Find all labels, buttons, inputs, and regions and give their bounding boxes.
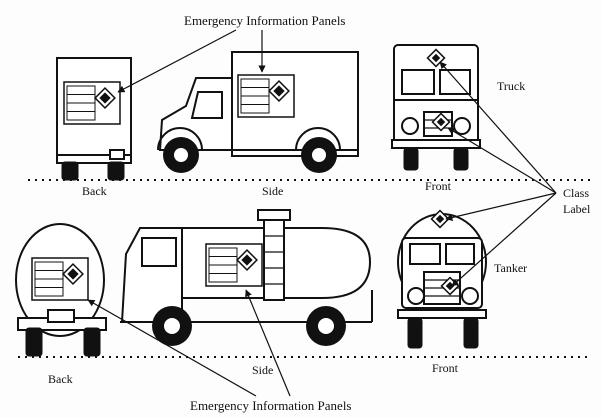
truck-label: Truck	[497, 79, 525, 93]
tanker-front-drawing	[397, 209, 487, 349]
top-callout-label: Emergency Information Panels	[184, 13, 346, 28]
tanker-side-drawing	[120, 209, 373, 346]
emergency-panel-truck-side	[237, 74, 295, 118]
truck-side-label: Side	[262, 184, 283, 198]
truck-back-drawing	[56, 57, 132, 181]
truck-front-label: Front	[425, 179, 452, 193]
emergency-panel-tanker-side	[205, 243, 263, 287]
tanker-label: Tanker	[494, 261, 527, 275]
tanker-side-label: Side	[252, 363, 273, 377]
tanker-back-drawing	[15, 223, 107, 357]
tanker-back-label: Back	[48, 372, 73, 386]
bottom-callout-label: Emergency Information Panels	[190, 398, 352, 413]
tanker-front-label: Front	[432, 361, 459, 375]
truck-front-drawing	[391, 44, 481, 171]
class-label-text-2: Label	[563, 202, 591, 216]
truck-back-label: Back	[82, 184, 107, 198]
class-label-text-1: Class	[563, 186, 589, 200]
callout-lines	[87, 29, 557, 397]
truck-side-drawing	[157, 51, 359, 173]
emergency-panel-truck-back	[63, 81, 121, 125]
emergency-panel-tanker-back	[31, 257, 89, 301]
